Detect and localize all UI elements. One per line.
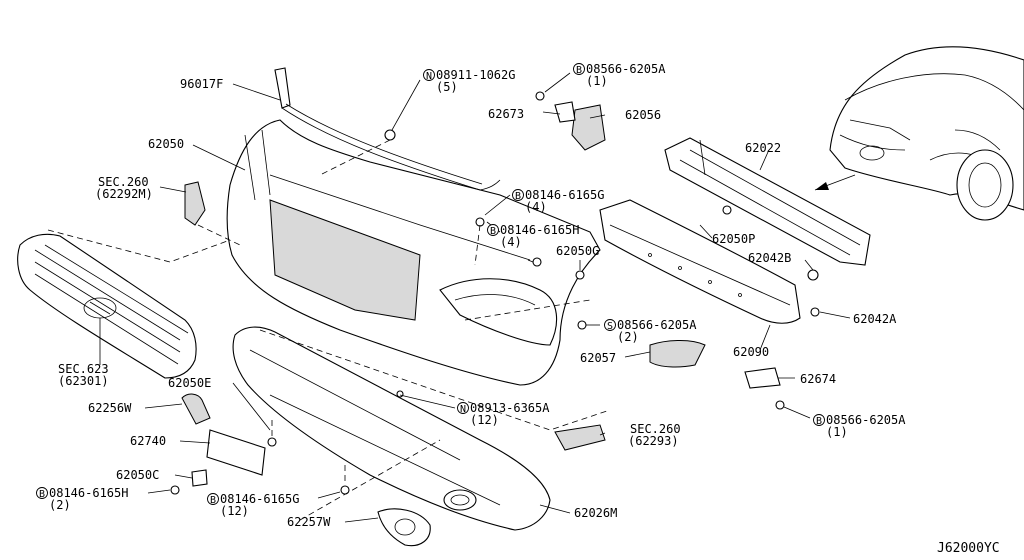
- part-labels: 96017F N 08911-1062G (5) B 08566-6205A (…: [36, 62, 1000, 556]
- grille-part: [17, 233, 197, 379]
- symbol-b: B: [490, 226, 496, 237]
- label-08146-6165G-low-qty: (12): [220, 504, 249, 518]
- label-sec260-left-ref: (62292M): [95, 187, 153, 201]
- label-96017F: 96017F: [180, 77, 223, 91]
- label-62057: 62057: [580, 351, 616, 365]
- reinforcement-62022-part: [664, 137, 871, 266]
- label-62050: 62050: [148, 137, 184, 151]
- label-sec623-ref: (62301): [58, 374, 109, 388]
- label-62257W: 62257W: [287, 515, 331, 529]
- b-symbol-icon: [36, 487, 48, 499]
- label-62056: 62056: [625, 108, 661, 122]
- label-62022: 62022: [745, 141, 781, 155]
- symbol-b: B: [576, 65, 582, 76]
- diagram-code: J62000YC: [937, 541, 1000, 556]
- label-08566-6205A-top: 08566-6205A: [586, 62, 666, 76]
- b-symbol-icon: [207, 493, 219, 505]
- label-62042B: 62042B: [748, 251, 791, 265]
- b-symbol-icon: [573, 63, 585, 75]
- label-08566-6205A-low: 08566-6205A: [826, 413, 906, 427]
- label-08146-6165H-top-qty: (4): [500, 235, 522, 249]
- trim-strip-part: [274, 67, 501, 191]
- label-08913-qty: (12): [470, 413, 499, 427]
- label-62740: 62740: [130, 434, 166, 448]
- label-08146-6165H-low: 08146-6165H: [49, 486, 128, 500]
- label-08566-6205A-mid: 08566-6205A: [617, 318, 697, 332]
- symbol-b: B: [210, 495, 216, 506]
- lower-fascia-part: [232, 326, 551, 531]
- label-sec260-left: SEC.260: [98, 175, 149, 189]
- label-62026M: 62026M: [574, 506, 617, 520]
- label-08911-qty: (5): [436, 80, 458, 94]
- vehicle-illustration: [814, 46, 1024, 221]
- assembly-lines: [47, 139, 611, 521]
- label-sec260-right: SEC.260: [630, 422, 681, 436]
- label-08146-6165G-top-qty: (4): [525, 200, 547, 214]
- label-62090: 62090: [733, 345, 769, 359]
- label-sec260-right-ref: (62293): [628, 434, 679, 448]
- label-08566-top-qty: (1): [586, 74, 608, 88]
- s-symbol-icon: [604, 319, 616, 331]
- label-62050E: 62050E: [168, 376, 211, 390]
- label-08146-6165H-top: 08146-6165H: [500, 223, 579, 237]
- label-62042A: 62042A: [853, 312, 897, 326]
- absorber-62090-part: [599, 199, 801, 324]
- label-62256W: 62256W: [88, 401, 132, 415]
- n-symbol-icon: [423, 69, 435, 81]
- n-symbol-icon: [457, 402, 469, 414]
- b-symbol-icon: [512, 189, 524, 201]
- label-08146-6165G-top: 08146-6165G: [525, 188, 604, 202]
- symbol-b: B: [515, 191, 521, 202]
- label-08911-1062G: 08911-1062G: [436, 68, 515, 82]
- label-62050C: 62050C: [116, 468, 159, 482]
- small-parts: [170, 91, 820, 547]
- label-62674: 62674: [800, 372, 836, 386]
- label-08913-6365A: 08913-6365A: [470, 401, 550, 415]
- label-sec623: SEC.623: [58, 362, 109, 376]
- symbol-n: N: [460, 404, 466, 415]
- b-symbol-icon: [487, 224, 499, 236]
- label-08146-6165G-low: 08146-6165G: [220, 492, 299, 506]
- symbol-s: S: [607, 321, 613, 332]
- bumper-fascia-part: [226, 119, 601, 386]
- b-symbol-icon: [813, 414, 825, 426]
- label-08566-low-qty: (1): [826, 425, 848, 439]
- label-62050G: 62050G: [556, 244, 599, 258]
- symbol-b: B: [39, 489, 45, 500]
- label-08146-6165H-low-qty: (2): [49, 498, 71, 512]
- label-62050P: 62050P: [712, 232, 755, 246]
- symbol-n: N: [426, 71, 432, 82]
- label-08566-mid-qty: (2): [617, 330, 639, 344]
- label-62673: 62673: [488, 107, 524, 121]
- symbol-b: B: [816, 416, 822, 427]
